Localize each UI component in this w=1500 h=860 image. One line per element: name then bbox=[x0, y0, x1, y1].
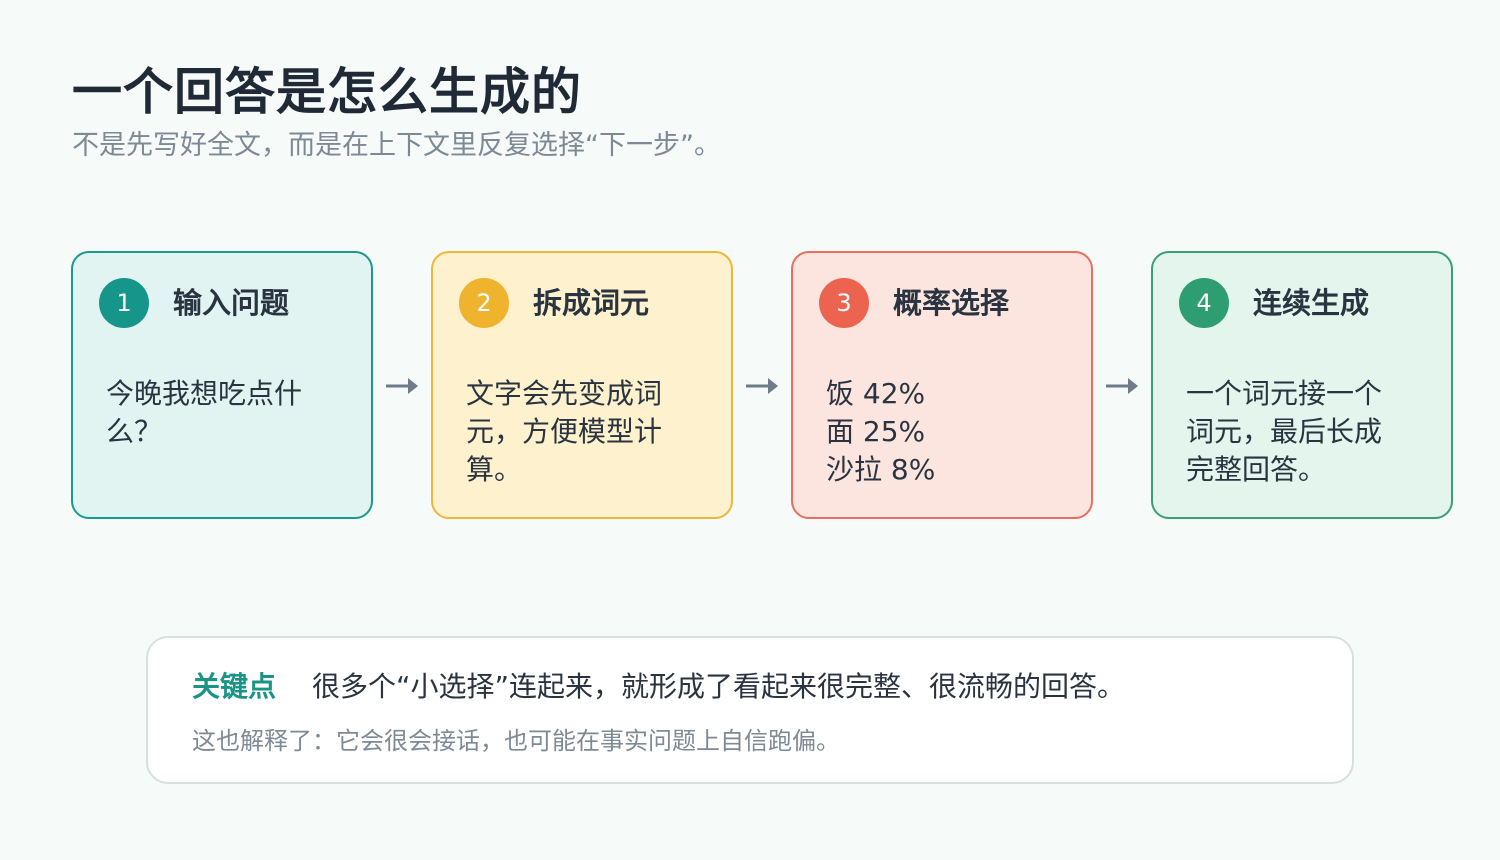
step-card-probability: 3 概率选择 饭 42% 面 25% 沙拉 8% bbox=[791, 251, 1093, 519]
step-title: 拆成词元 bbox=[533, 286, 650, 320]
step-description: 饭 42% 面 25% 沙拉 8% bbox=[826, 375, 1065, 489]
step-title: 连续生成 bbox=[1253, 286, 1370, 320]
page-subtitle: 不是先写好全文，而是在上下文里反复选择“下一步”。 bbox=[72, 130, 721, 161]
step-description-line: 完整回答。 bbox=[1186, 453, 1327, 486]
step-description: 一个词元接一个 词元，最后长成 完整回答。 bbox=[1186, 375, 1425, 489]
step-card-input: 1 输入问题 今晚我想吃点什 么？ bbox=[71, 251, 373, 519]
key-point-label: 关键点 bbox=[192, 670, 277, 703]
step-description-line: 元，方便模型计 bbox=[466, 415, 663, 448]
probability-option: 面 25% bbox=[826, 415, 926, 448]
key-point-text: 很多个“小选择”连起来，就形成了看起来很完整、很流畅的回答。 bbox=[312, 670, 1126, 703]
step-number-badge: 1 bbox=[99, 278, 149, 328]
page-title: 一个回答是怎么生成的 bbox=[72, 63, 582, 121]
arrow-right-icon bbox=[746, 378, 778, 394]
key-point-note: 这也解释了：它会很会接话，也可能在事实问题上自信跑偏。 bbox=[192, 727, 840, 755]
step-description-line: 么？ bbox=[106, 415, 163, 448]
step-description-line: 今晚我想吃点什 bbox=[106, 377, 303, 410]
step-description-line: 词元，最后长成 bbox=[1186, 415, 1383, 448]
step-description: 今晚我想吃点什 么？ bbox=[106, 375, 345, 451]
step-title: 输入问题 bbox=[173, 286, 290, 320]
step-description-line: 文字会先变成词 bbox=[466, 377, 663, 410]
step-card-tokenize: 2 拆成词元 文字会先变成词 元，方便模型计 算。 bbox=[431, 251, 733, 519]
probability-option: 沙拉 8% bbox=[826, 453, 936, 486]
step-title: 概率选择 bbox=[893, 286, 1010, 320]
key-point-callout: 关键点 很多个“小选择”连起来，就形成了看起来很完整、很流畅的回答。 这也解释了… bbox=[146, 636, 1354, 784]
step-description: 文字会先变成词 元，方便模型计 算。 bbox=[466, 375, 705, 489]
step-description-line: 算。 bbox=[466, 453, 523, 486]
arrow-right-icon bbox=[1106, 378, 1138, 394]
arrow-right-icon bbox=[386, 378, 418, 394]
step-description-line: 一个词元接一个 bbox=[1186, 377, 1383, 410]
probability-option: 饭 42% bbox=[826, 377, 926, 410]
step-number-badge: 3 bbox=[819, 278, 869, 328]
step-number-badge: 4 bbox=[1179, 278, 1229, 328]
step-number-badge: 2 bbox=[459, 278, 509, 328]
step-card-generate: 4 连续生成 一个词元接一个 词元，最后长成 完整回答。 bbox=[1151, 251, 1453, 519]
